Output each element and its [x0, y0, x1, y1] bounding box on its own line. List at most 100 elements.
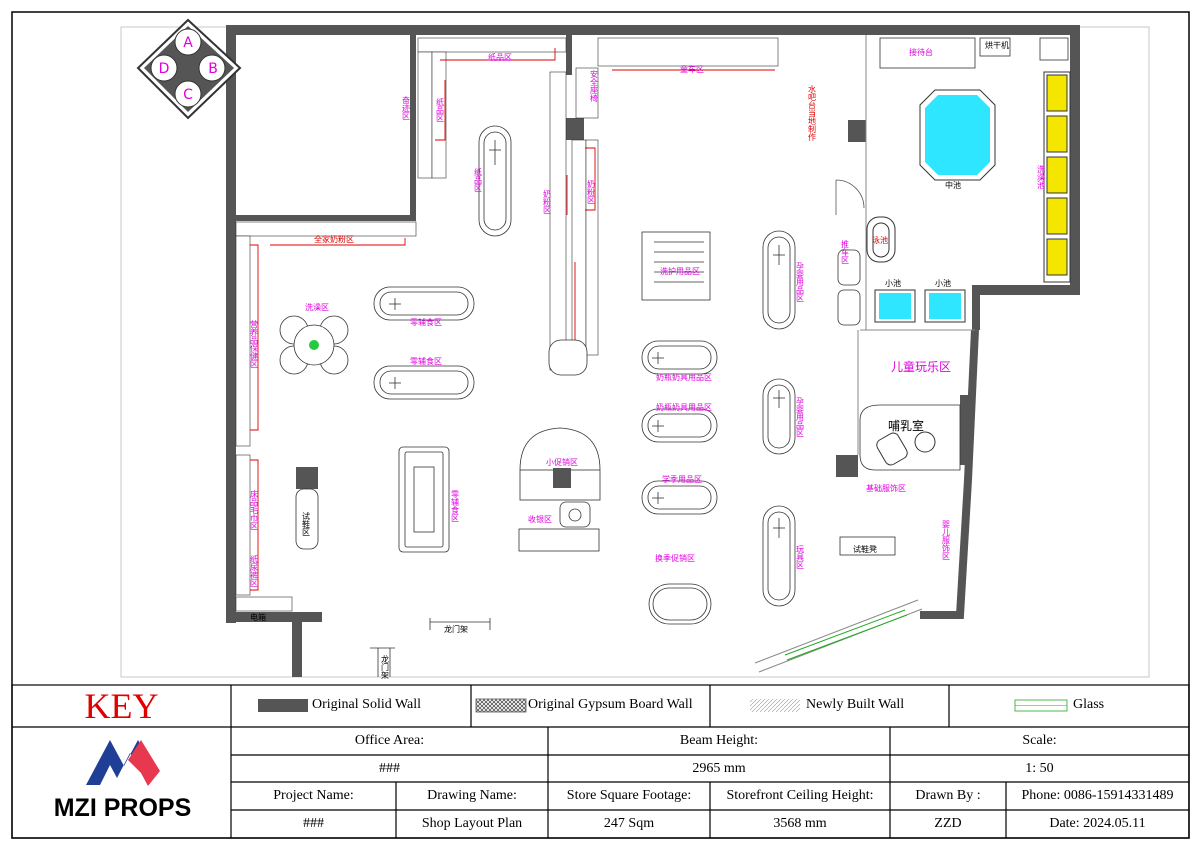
label-front-desk: 接待台: [909, 47, 933, 57]
round-table: [279, 315, 349, 375]
label-bottle-a: 奶瓶奶具用品区: [656, 372, 712, 382]
drawing-name-label: Drawing Name:: [427, 788, 517, 803]
door-swing: [835, 179, 865, 209]
label-basic-clothes: 基础服饰区: [866, 483, 906, 493]
wash-basins: [1043, 71, 1071, 283]
label-nutrition: 营养品保健区: [250, 319, 259, 368]
label-season-promo: 换季促销区: [655, 553, 695, 563]
compass-b: B: [208, 61, 218, 77]
label-pool-small-1: 小池: [885, 278, 901, 288]
zone-labels: 纸品区 童车区 接待台 烘干机 中池 小池 小池 泳池 全家奶粉区 洗澡区 零辅…: [250, 40, 1009, 634]
legend-gypsum-wall: Original Gypsum Board Wall: [528, 697, 693, 712]
label-nursing: 哺乳室: [888, 418, 924, 433]
swatch-gypsum-wall: [475, 698, 527, 713]
front-desk: [879, 37, 976, 69]
gantry: [370, 618, 491, 677]
store-sqft-value: 247 Sqm: [603, 816, 655, 831]
scale-label: Scale:: [1022, 733, 1057, 748]
label-try-on: 试鞋凳: [853, 544, 877, 554]
label-bed: 床品毛巾区: [250, 489, 259, 530]
label-care-products: 洗护用品区: [660, 266, 700, 276]
vertical-zone-labels: 纸品区 纸品区 奋迹区 奶粉区 安全座椅 奶粉区 营养品保健区 床品毛巾区 纸尿…: [250, 69, 1046, 680]
label-toy-area: 玩具区: [796, 545, 805, 569]
label-diaper: 纸尿裤区: [250, 554, 259, 587]
angled-wall: [920, 329, 979, 619]
swatch-solid-wall: [258, 699, 308, 712]
label-register-area: 奋迹区: [402, 95, 411, 120]
swim-pools: [866, 89, 996, 323]
label-gantry: 龙门架: [444, 624, 468, 634]
gondola-marks: [389, 140, 785, 538]
cashier-desk: [518, 501, 600, 552]
label-stroller-park: 推车区: [841, 239, 850, 264]
try-on-bench: [839, 536, 896, 556]
office-area-value: ###: [379, 760, 400, 776]
label-stroller-area: 童车区: [680, 64, 704, 74]
label-safety-seat: 安全座椅: [590, 69, 599, 102]
gondolas: [295, 125, 796, 625]
label-gantry-2: 龙门架: [381, 654, 390, 680]
phone: Phone: 0086-15914331489: [1021, 788, 1174, 803]
project-name-label: Project Name:: [273, 788, 354, 803]
label-water-bar: 水吧台当地制作: [808, 84, 817, 142]
mzi-logo: [86, 740, 160, 786]
label-baby-products-1: 孕婴用品区: [796, 262, 805, 302]
legend-solid-wall: Original Solid Wall: [312, 697, 422, 712]
label-school-items: 学季用品区: [662, 474, 702, 484]
label-electric: 电箱: [250, 612, 266, 622]
label-paper-area-2: 纸品区: [436, 97, 445, 122]
label-formula: 奶粉区: [543, 189, 552, 214]
shelving: [235, 37, 779, 612]
project-name-value: ###: [303, 816, 324, 831]
label-small-promo: 小促销区: [546, 457, 578, 467]
label-drying: 烘干机: [985, 40, 1009, 50]
label-fitting: 试鞋区: [302, 511, 311, 536]
drawn-by-label: Drawn By :: [915, 788, 981, 803]
nursing-room: [859, 404, 961, 471]
label-paper-area: 纸品区: [488, 52, 512, 62]
key-title: KEY: [84, 686, 159, 726]
scale-value: 1: 50: [1025, 760, 1054, 776]
label-snack-c: 零辅食区: [451, 490, 460, 522]
label-swim: 泳池: [872, 235, 888, 245]
promo-pod: [519, 427, 601, 501]
stroller-park: [837, 249, 861, 286]
label-kids-play: 儿童玩乐区: [891, 359, 951, 374]
label-paper-area-3: 纸品区: [474, 167, 483, 192]
label-bath-area: 洗澡区: [305, 302, 329, 312]
compass-a: A: [183, 35, 193, 51]
label-pool-small-2: 小池: [935, 278, 951, 288]
label-snack-a: 零辅食区: [410, 317, 442, 327]
beam-height-label: Beam Height:: [679, 733, 759, 748]
beam-height-value: 2965 mm: [692, 760, 746, 776]
title-block-grid: [11, 684, 1190, 839]
placement-lines: [250, 48, 775, 591]
legend-new-wall: Newly Built Wall: [806, 697, 905, 712]
compass-d: D: [159, 61, 170, 77]
label-family-formula: 全家奶粉区: [314, 234, 354, 244]
legend-glass: Glass: [1073, 697, 1105, 712]
label-baby-pool: 中池: [945, 180, 961, 190]
label-formula-2: 奶粉区: [587, 179, 596, 204]
drawing-name-value: Shop Layout Plan: [421, 816, 523, 831]
solid-walls: [226, 25, 1080, 677]
ceiling-height-value: 3568 mm: [773, 816, 827, 831]
compass-c: C: [183, 87, 193, 103]
label-snack-b: 零辅食区: [410, 356, 442, 366]
compass-icon: A B C D: [136, 18, 242, 120]
office-area-label: Office Area:: [354, 733, 425, 748]
date: Date: 2024.05.11: [1049, 816, 1146, 831]
label-baby-clothes: 婴儿服饰区: [942, 520, 951, 560]
label-cashier: 收银区: [528, 514, 552, 524]
ceiling-height-label: Storefront Ceiling Height:: [726, 788, 874, 803]
label-baby-products-2: 孕婴用品区: [796, 397, 805, 437]
store-sqft-label: Store Square Footage:: [566, 788, 692, 803]
label-bottle-b: 奶瓶奶具用品区: [656, 402, 712, 412]
logo-text: MZI PROPS: [53, 793, 192, 822]
drawn-by-value: ZZD: [934, 816, 962, 831]
storefront-glass: [754, 599, 923, 673]
swatch-new-wall: [750, 699, 800, 712]
label-wash-room: 洗澡池: [1037, 164, 1046, 189]
